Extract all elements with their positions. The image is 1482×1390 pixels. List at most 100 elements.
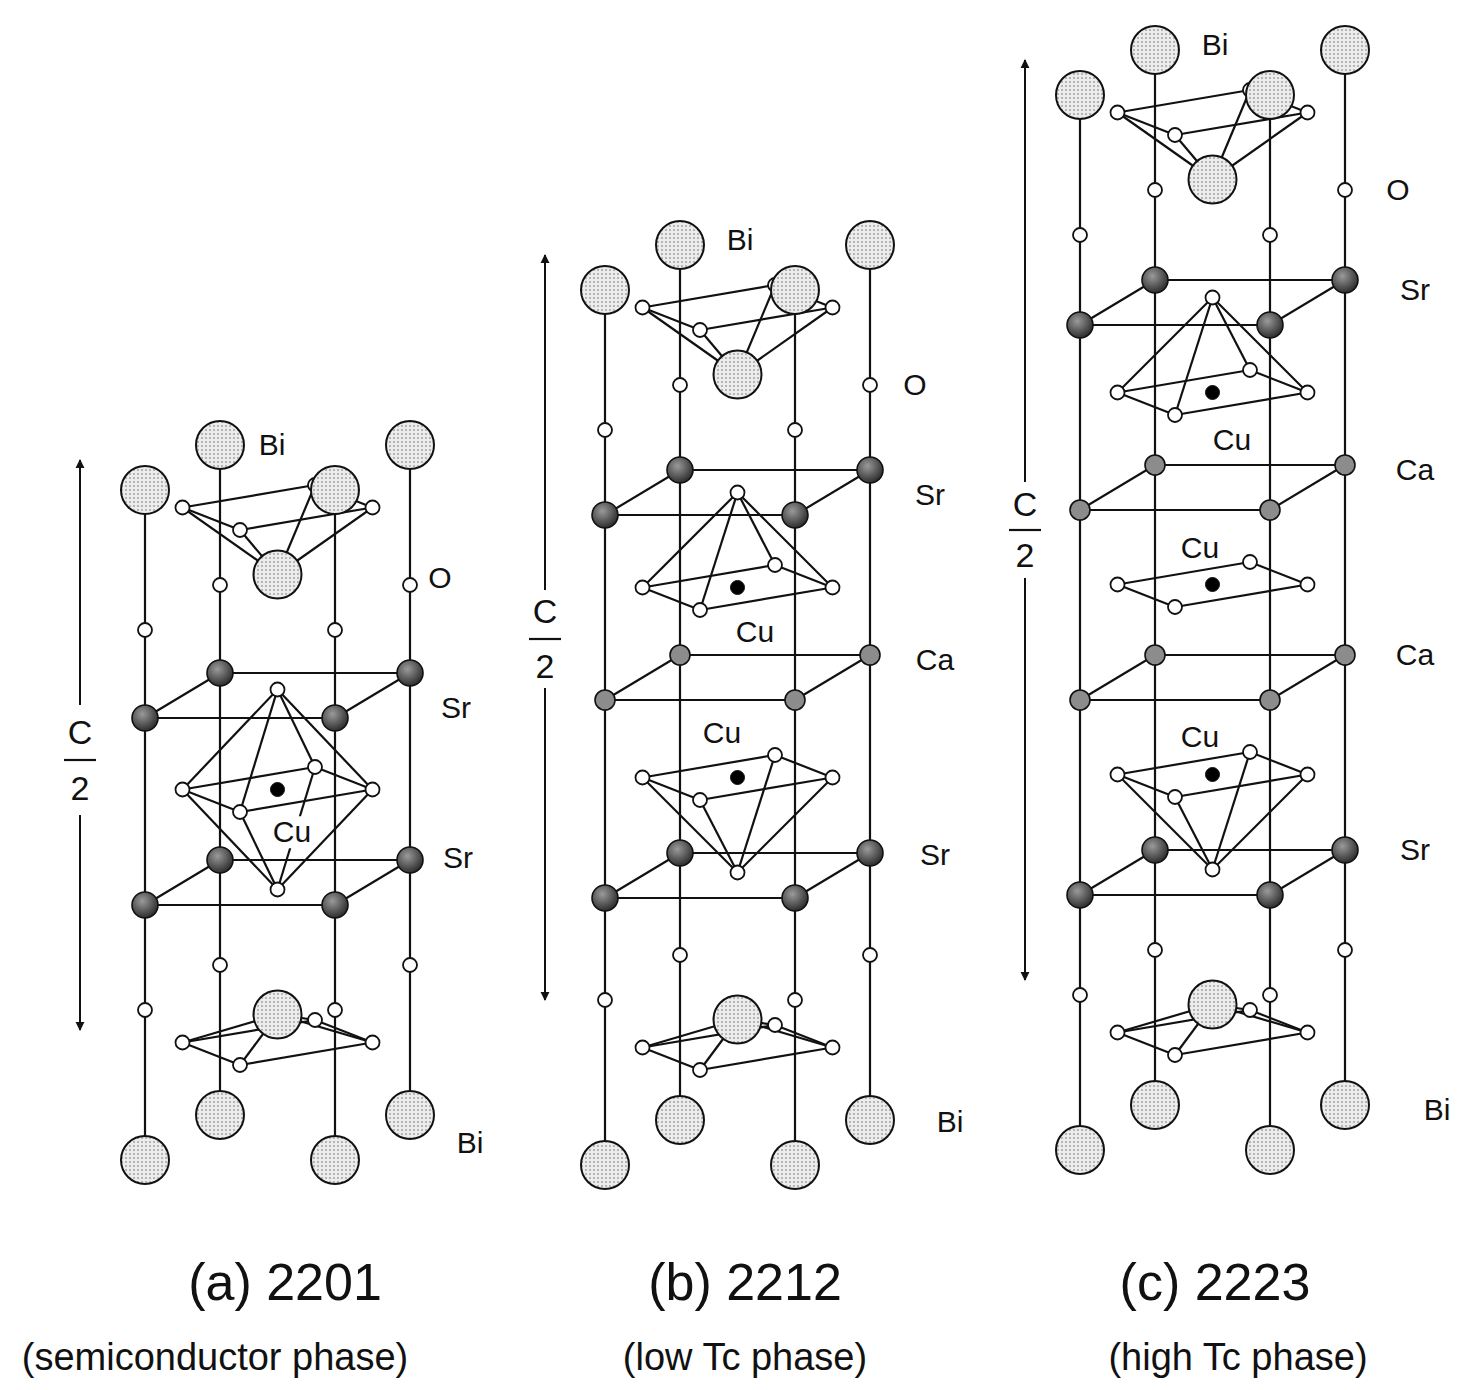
o-atom	[271, 883, 285, 897]
bi-atom	[254, 991, 302, 1039]
sr-plane	[605, 514, 795, 516]
sr-plane	[1155, 849, 1345, 851]
o-atom	[1111, 106, 1125, 120]
o-atom	[1338, 183, 1352, 197]
sr-atom	[1332, 837, 1358, 863]
sr-atom	[322, 892, 348, 918]
sr-atom	[592, 502, 618, 528]
o-atom	[176, 501, 190, 515]
cu-atom	[1206, 578, 1220, 592]
atom-label: O	[426, 562, 453, 594]
fraction-bar	[529, 638, 561, 640]
o-atom	[693, 1063, 707, 1077]
bio-plane	[1118, 90, 1251, 113]
o-atom	[731, 866, 745, 880]
fraction-bar	[1009, 529, 1041, 531]
o-atom	[1168, 408, 1182, 422]
ca-plane	[1270, 655, 1345, 700]
sr-atom	[857, 840, 883, 866]
o-atom	[673, 948, 687, 962]
bio-plane	[643, 1048, 701, 1071]
o-atom	[1148, 943, 1162, 957]
cu-atom	[1206, 768, 1220, 782]
ca-plane	[680, 654, 870, 656]
ca-atom	[1260, 690, 1280, 710]
sr-plane	[1155, 279, 1345, 281]
phase-caption: (a) 2201	[188, 1255, 382, 1310]
ca-plane	[1080, 465, 1155, 510]
ca-atom	[1070, 690, 1090, 710]
o-atom	[1111, 1026, 1125, 1040]
cu-atom	[731, 771, 745, 785]
cuo-plane	[1250, 370, 1308, 393]
atom-rod	[334, 490, 336, 1160]
cu-atom	[731, 581, 745, 595]
phase-caption: (b) 2212	[648, 1255, 842, 1310]
cuo-plane	[1118, 562, 1251, 585]
cuo-plane	[643, 778, 701, 801]
sr-atom	[397, 847, 423, 873]
bi-atom	[714, 351, 762, 399]
o-atom	[768, 1018, 782, 1032]
sr-atom	[667, 457, 693, 483]
bi-atom	[1131, 1081, 1179, 1129]
o-atom	[328, 623, 342, 637]
o-atom	[1111, 386, 1125, 400]
atom-label: O	[901, 369, 928, 401]
o-atom	[1301, 106, 1315, 120]
o-atom	[693, 323, 707, 337]
cuo-plane	[315, 767, 373, 790]
cuo-plane	[1118, 752, 1251, 775]
bi-atom	[656, 221, 704, 269]
sr-atom	[1257, 312, 1283, 338]
cuo-plane	[775, 755, 833, 778]
o-atom	[1301, 768, 1315, 782]
o-atom	[768, 558, 782, 572]
sr-atom	[1067, 312, 1093, 338]
atom-label: Sr	[913, 479, 947, 511]
atom-label: Ca	[1394, 454, 1436, 486]
polyhedron-edge	[1175, 797, 1213, 870]
atom-label: Bi	[1422, 1094, 1453, 1126]
polyhedron-edge	[278, 690, 316, 768]
sr-atom	[132, 705, 158, 731]
phase-subcaption: (low Tc phase)	[623, 1338, 867, 1378]
cuo-plane	[775, 565, 833, 588]
sr-atom	[1142, 837, 1168, 863]
bi-atom	[714, 996, 762, 1044]
atom-label: Bi	[725, 224, 756, 256]
atom-rod	[144, 490, 146, 1160]
sr-atom	[782, 502, 808, 528]
sr-plane	[605, 897, 795, 899]
sr-atom	[1332, 267, 1358, 293]
o-atom	[693, 603, 707, 617]
atom-label: Sr	[1398, 274, 1432, 306]
atom-rod	[409, 445, 411, 1115]
sr-atom	[782, 885, 808, 911]
ca-atom	[785, 690, 805, 710]
o-atom	[1073, 228, 1087, 242]
dimension-arrow	[544, 255, 546, 590]
o-atom	[233, 805, 247, 819]
bi-atom	[771, 266, 819, 314]
bio-plane	[1118, 1033, 1176, 1056]
atom-label: Bi	[455, 1127, 486, 1159]
bi-atom	[311, 466, 359, 514]
ca-atom	[1260, 500, 1280, 520]
bi-atom	[1246, 1126, 1294, 1174]
o-atom	[731, 486, 745, 500]
atom-label: Cu	[271, 816, 313, 848]
atom-rod	[679, 245, 681, 1120]
ca-atom	[595, 690, 615, 710]
atom-label: Cu	[701, 717, 743, 749]
atom-label: O	[1384, 174, 1411, 206]
cu-atom	[1206, 386, 1220, 400]
bi-atom	[846, 221, 894, 269]
o-atom	[598, 993, 612, 1007]
o-atom	[863, 948, 877, 962]
o-atom	[138, 623, 152, 637]
bi-atom	[1321, 1081, 1369, 1129]
o-atom	[1301, 1026, 1315, 1040]
o-atom	[1243, 363, 1257, 377]
o-atom	[233, 1058, 247, 1072]
